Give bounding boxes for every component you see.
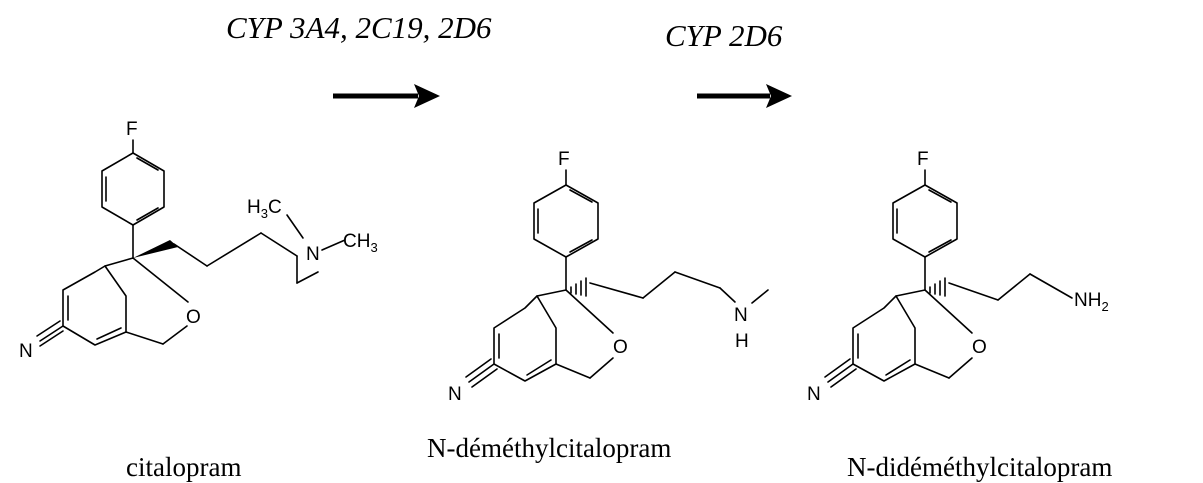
fluorine-atom: F [126, 119, 138, 140]
compound-name-n-didemethylcitalopram: N-didéméthylcitalopram [847, 452, 1112, 482]
oxygen-atom: O [972, 337, 987, 358]
oxygen-atom: O [186, 307, 201, 328]
reaction-arrow-1 [333, 84, 440, 108]
compound-name-n-demethylcitalopram: N-déméthylcitalopram [427, 433, 671, 463]
oxygen-atom: O [613, 337, 628, 358]
n-didemethylcitalopram-structure: F NH2 O N [807, 149, 1109, 405]
hashed-bond [570, 277, 587, 297]
enzyme-label-step-2: CYP 2D6 [665, 18, 783, 53]
reaction-arrow-2 [697, 84, 792, 108]
n-demethylcitalopram-structure: F N H O N [448, 149, 769, 405]
fluorine-atom: F [558, 149, 570, 170]
nitrile-nitrogen: N [19, 341, 33, 362]
amine-hydrogen: H [735, 331, 749, 352]
nitrile-nitrogen: N [448, 384, 462, 405]
fluorine-atom: F [917, 149, 929, 170]
hashed-bond [929, 277, 946, 297]
enzyme-label-step-1: CYP 3A4, 2C19, 2D6 [226, 10, 492, 45]
citalopram-structure: F N H3C CH3 O [19, 119, 378, 362]
methyl-group-left: H3C [247, 197, 282, 221]
compound-name-citalopram: citalopram [126, 452, 241, 482]
amine-group: NH2 [1074, 290, 1109, 314]
amine-nitrogen: N [306, 244, 320, 265]
nitrile-nitrogen: N [807, 384, 821, 405]
methyl-group-right: CH3 [343, 231, 378, 255]
amine-nitrogen: N [734, 305, 748, 326]
